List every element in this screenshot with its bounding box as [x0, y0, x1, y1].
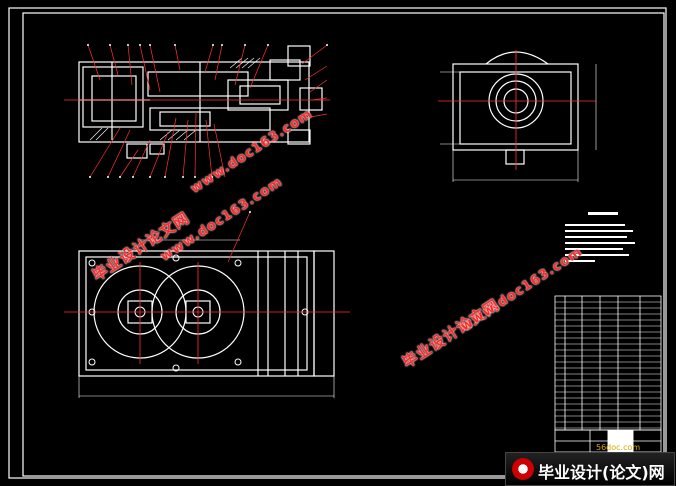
side-view: [440, 51, 597, 182]
parts-list-rows: [555, 301, 661, 429]
front-view-hatching: [89, 57, 261, 141]
plan-view-leader: [227, 211, 251, 263]
footer-brand-text: 毕业设计(论文)网: [538, 463, 665, 482]
outer-frame: [8, 7, 667, 479]
plan-view-balloon-dot: [249, 211, 251, 213]
drawing-border: [22, 12, 665, 477]
front-view-balloon-dots: [87, 44, 328, 178]
brand-logo-icon: [512, 458, 534, 480]
footer-site-text: 56doc.com: [596, 443, 641, 452]
technical-requirements-block: [565, 212, 635, 262]
front-section-view: [78, 45, 323, 159]
plan-view-bolt-holes: [88, 254, 309, 372]
front-view-leader-lines: [87, 44, 328, 178]
